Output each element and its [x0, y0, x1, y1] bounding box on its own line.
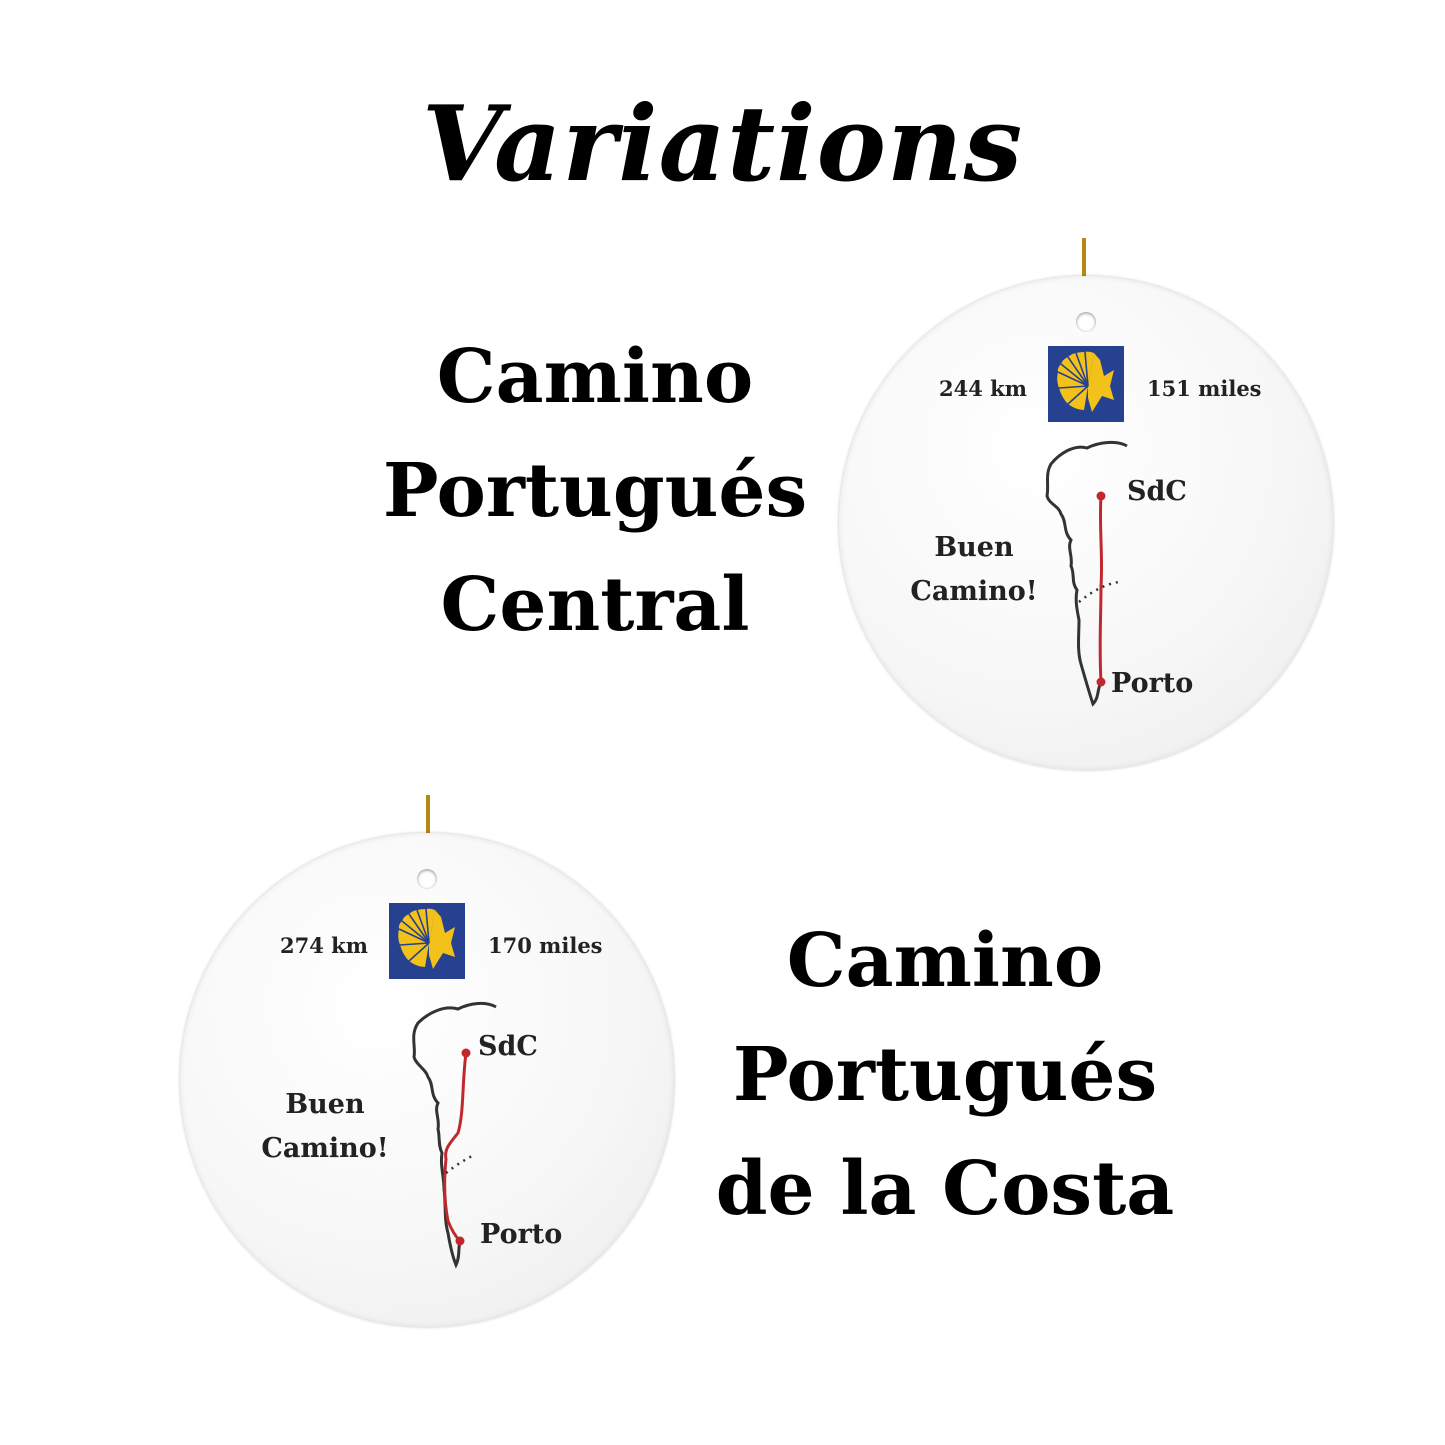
ornament-string [426, 795, 430, 855]
greeting-line: Camino! [910, 576, 1038, 607]
title-line: de la Costa [715, 1146, 1175, 1232]
end-label: Porto [1111, 668, 1194, 699]
hanging-hole [417, 869, 437, 889]
hanging-hole [1076, 312, 1096, 332]
ornament-costa: 274 km 170 miles Buen Camino! SdC Porto [180, 833, 674, 1327]
variant-title-costa: Camino Portugués de la Costa [700, 904, 1190, 1246]
scallop-shell-icon [389, 903, 465, 979]
route-map [1019, 436, 1199, 716]
scallop-shell-icon [1048, 346, 1124, 422]
start-label: SdC [1127, 476, 1187, 507]
distance-miles: 151 miles [1147, 376, 1262, 401]
ornament-string [1082, 238, 1086, 298]
variant-title-central: Camino Portugués Central [370, 320, 820, 662]
distance-km: 274 km [280, 933, 368, 958]
greeting-line: Buen [934, 532, 1014, 563]
greeting-line: Buen [285, 1089, 365, 1120]
route-map [360, 993, 540, 1273]
title-line: Camino [786, 918, 1104, 1004]
title-line: Portugués [732, 1032, 1158, 1118]
distance-km: 244 km [939, 376, 1027, 401]
greeting-line: Camino! [261, 1133, 389, 1164]
start-label: SdC [478, 1031, 538, 1062]
page-heading: Variations [421, 82, 1024, 205]
ornament-central: 244 km 151 miles Buen Camino! SdC Porto [839, 276, 1333, 770]
title-line: Camino [436, 334, 754, 420]
title-line: Portugués [382, 448, 808, 534]
distance-miles: 170 miles [488, 933, 603, 958]
greeting: Buen Camino! [250, 1083, 400, 1171]
greeting: Buen Camino! [899, 526, 1049, 614]
end-label: Porto [480, 1219, 563, 1250]
title-line: Central [440, 562, 750, 648]
